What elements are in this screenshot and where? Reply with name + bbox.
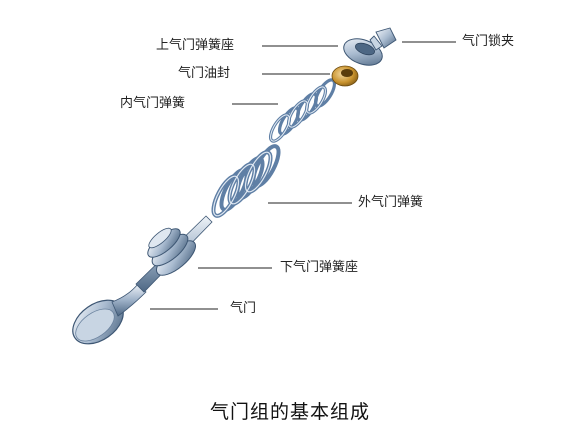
oil-seal-part: [331, 65, 359, 87]
leader-lines: [150, 41, 456, 310]
label-upper-spring-seat: 上气门弹簧座: [156, 38, 235, 53]
lower-spring-seat-part: [147, 227, 196, 276]
label-inner-valve-spring: 内气门弹簧: [120, 96, 186, 111]
label-valve-lock: 气门锁夹: [462, 34, 515, 49]
inner-spring-part: [268, 78, 337, 143]
upper-spring-seat-part: [343, 38, 383, 66]
valve-lock-part: [369, 27, 397, 51]
label-valve: 气门: [230, 301, 257, 316]
label-valve-oil-seal: 气门油封: [178, 66, 231, 81]
diagram-caption: 气门组的基本组成: [209, 401, 370, 423]
valve-part: [72, 215, 213, 345]
label-outer-valve-spring: 外气门弹簧: [358, 195, 424, 210]
label-lower-spring-seat: 下气门弹簧座: [280, 260, 359, 275]
